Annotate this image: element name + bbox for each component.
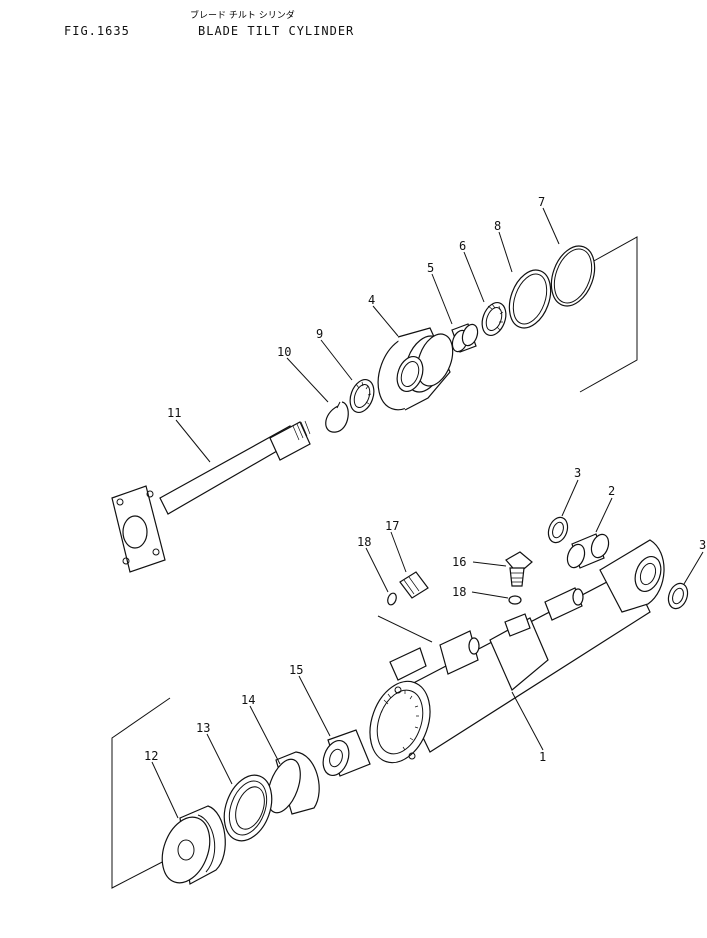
part-4-cylinder-head [377,327,454,411]
part-18-o-ring-left [387,592,397,606]
part-15-nut [322,729,371,777]
callout-2: 2 [608,484,615,498]
part-8-backup-ring [508,269,552,329]
callout-15: 15 [289,663,303,677]
part-6-packing [481,301,507,337]
callout-8: 8 [494,219,501,233]
callout-13: 13 [196,721,210,735]
part-13-piston-seal [223,774,273,842]
callout-17: 17 [385,519,399,533]
part-7-o-ring [550,245,596,307]
part-5-bushing [451,323,479,353]
callout-1: 1 [539,750,546,764]
part-10-snap-ring [325,401,349,433]
callout-12: 12 [144,749,158,763]
part-17-plug [399,571,429,599]
callout-14: 14 [241,693,255,707]
callout-leaders [151,207,704,819]
figure-number: FIG.1635 [64,24,130,38]
callout-16: 16 [452,555,466,569]
callout-10: 10 [277,345,291,359]
part-18-o-ring-right [508,595,522,605]
callout-5: 5 [427,261,434,275]
part-12-piston [161,805,226,885]
part-3-dust-seal-upper [547,516,569,544]
callout-6: 6 [459,239,466,253]
callout-18-right: 18 [452,585,466,599]
part-1-cylinder-tube [369,539,665,764]
part-14-wear-ring [267,751,320,815]
callout-18-left: 18 [357,535,371,549]
callout-4: 4 [368,293,375,307]
part-2-bushing [566,533,610,569]
assembly-bracket-upper [579,236,638,393]
callout-7: 7 [538,195,545,209]
port-leader-line [377,615,433,643]
figure-title: BLADE TILT CYLINDER [198,24,355,38]
callout-3-right: 3 [699,538,706,552]
part-16-elbow-fitting [505,551,533,587]
title-japanese: ブレード チルト シリンダ [190,11,295,21]
part-9-dust-seal [349,378,375,414]
part-3-dust-seal-right [667,582,689,610]
callout-9: 9 [316,327,323,341]
part-11-piston-rod [111,420,311,573]
assembly-bracket-lower [111,697,171,889]
callout-11: 11 [167,406,181,420]
callout-3-upper: 3 [574,466,581,480]
